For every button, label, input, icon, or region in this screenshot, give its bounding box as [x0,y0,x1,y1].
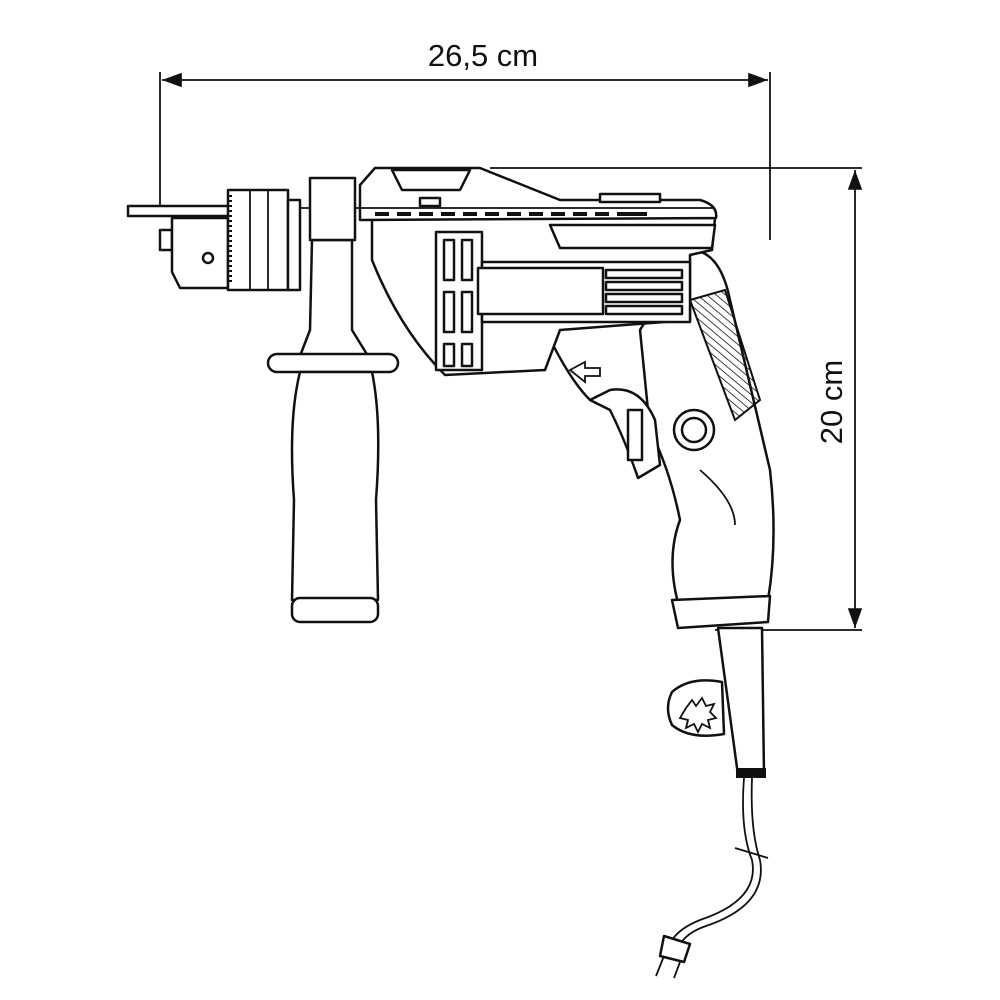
depth-rod [126,204,234,218]
plug [658,934,692,964]
width-dimension: 26,5 cm [159,38,771,240]
side-vents [604,268,684,316]
cord-strain-relief [716,626,766,777]
grip-texture [688,288,762,422]
chuck-nose [158,228,174,252]
cord-clip-star-icon [678,696,718,735]
pistol-grip [638,248,775,630]
handle-collar [308,176,357,242]
power-cord [655,626,769,979]
trigger[interactable] [546,334,662,480]
handle-guard [266,352,400,374]
handle-grip [290,370,380,602]
handle-end-cap [290,596,380,624]
mode-selector[interactable] [390,168,472,192]
plug-pin [673,961,681,979]
chuck-collar [226,188,290,292]
width-label: 26,5 cm [428,38,538,73]
speed-dial[interactable] [626,408,644,462]
cord-clip [666,679,726,737]
chuck-key-hole [201,251,215,265]
plug-pin [655,955,665,977]
height-dimension: 20 cm [490,167,863,631]
direction-arrow-icon [568,360,601,384]
gear-case [230,166,718,222]
label-window [476,266,605,316]
side-handle[interactable] [266,176,400,624]
grip-base [670,594,772,630]
chuck [126,188,302,292]
height-label: 20 cm [814,360,849,444]
motor-housing [370,216,717,377]
cord-ring [736,768,766,778]
cable [671,777,754,941]
vent-slots [442,238,474,368]
